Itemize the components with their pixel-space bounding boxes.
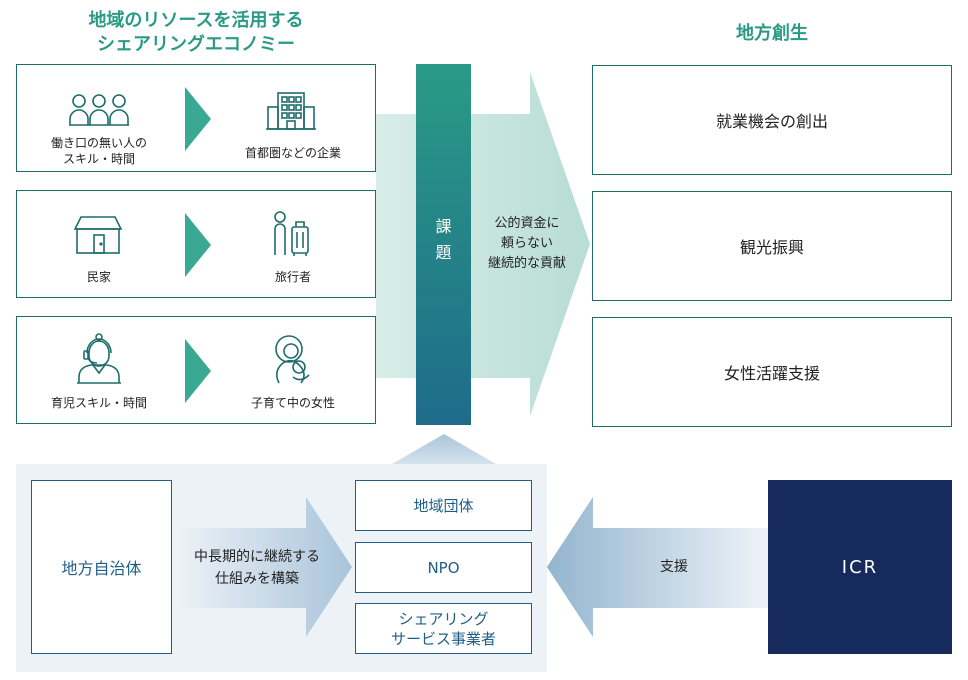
source-2-line1: 民家 — [86, 270, 111, 284]
source-3-label: 育児スキル・時間 — [17, 395, 181, 411]
source-box-1: 働き口の無い人の スキル・時間 首都圏などの企業 — [16, 64, 376, 172]
icr-box: ICR — [768, 480, 952, 654]
contribution-line3: 継続的な貢献 — [487, 256, 566, 271]
chevron-right-icon — [185, 213, 211, 277]
org-local-group-label: 地域団体 — [413, 496, 474, 515]
source-3-line1: 育児スキル・時間 — [50, 396, 147, 410]
support-label: 支援 — [660, 559, 688, 575]
build-mechanism-line1: 中長期的に継続する — [194, 549, 320, 565]
org-local-group: 地域団体 — [355, 480, 532, 531]
target-2-label: 旅行者 — [274, 270, 311, 284]
org-npo-label: NPO — [427, 558, 460, 577]
chevron-right-icon — [185, 87, 211, 151]
org-sharing-line2: サービス事業者 — [390, 629, 496, 648]
issue-pillar: 課 題 — [416, 64, 471, 425]
contribution-line1: 公的資金に — [494, 216, 560, 231]
org-npo: NPO — [355, 542, 532, 593]
build-mechanism-text: 中長期的に継続する 仕組みを構築 — [174, 546, 340, 590]
traveler-luggage-icon — [274, 211, 309, 256]
source-box-3: 育児スキル・時間 子育て中の女性 — [16, 316, 376, 424]
outcome-tourism: 観光振興 — [592, 191, 952, 301]
issue-char-2: 題 — [435, 243, 452, 262]
left-heading-line1: 地域のリソースを活用する — [88, 10, 304, 31]
source-2-label: 民家 — [17, 269, 181, 285]
source-1-label: 働き口の無い人の スキル・時間 — [17, 135, 181, 167]
org-sharing-service: シェアリング サービス事業者 — [355, 603, 532, 654]
issue-char-1: 課 — [435, 217, 452, 236]
house-icon — [73, 216, 123, 254]
build-mechanism-line2: 仕組みを構築 — [215, 571, 299, 587]
local-government-box: 地方自治体 — [31, 480, 172, 654]
people-icon — [69, 94, 129, 126]
org-sharing-line1: シェアリング — [398, 609, 489, 628]
source-1-line1: 働き口の無い人の — [50, 136, 147, 150]
build-arrow-shape — [172, 497, 352, 637]
contribution-text: 公的資金に 頼らない 継続的な貢献 — [472, 214, 582, 274]
outcome-employment: 就業機会の創出 — [592, 65, 952, 175]
outcome-women-support: 女性活躍支援 — [592, 317, 952, 427]
woman-headset-icon — [77, 333, 121, 384]
source-1-line2: スキル・時間 — [62, 152, 135, 166]
target-3-label: 子育て中の女性 — [250, 396, 335, 410]
target-1-label: 首都圏などの企業 — [244, 146, 341, 160]
right-heading: 地方創生 — [736, 23, 808, 44]
source-box-2: 民家 旅行者 — [16, 190, 376, 298]
chevron-right-icon — [185, 339, 211, 403]
left-heading-line2: シェアリングエコノミー — [97, 34, 295, 55]
contribution-line2: 頼らない — [500, 236, 553, 251]
issue-pillar-label: 課 題 — [416, 214, 471, 266]
office-building-icon — [266, 92, 316, 130]
support-arrow-shape — [547, 497, 768, 637]
mother-child-icon — [275, 335, 310, 384]
left-heading: 地域のリソースを活用する シェアリングエコノミー — [16, 9, 376, 57]
up-arrow-shape — [380, 434, 508, 471]
